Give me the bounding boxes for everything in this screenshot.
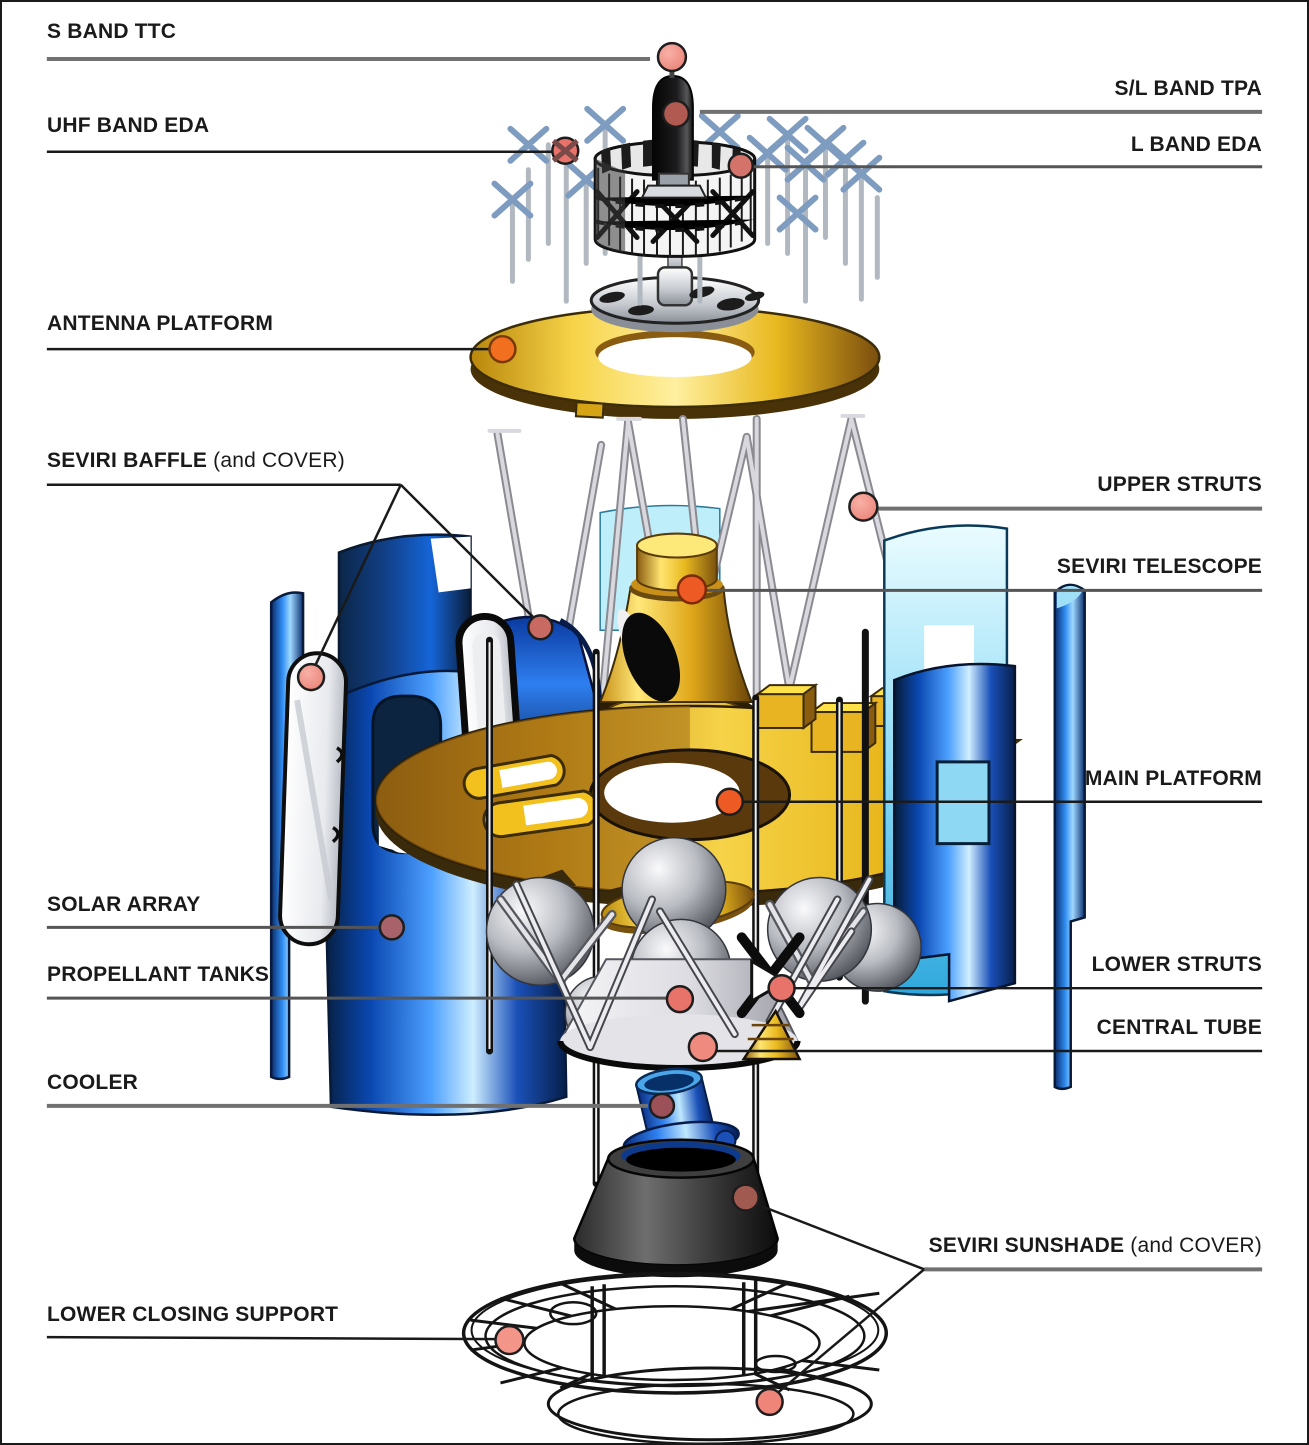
eda-antenna-drum [593, 139, 757, 258]
label-seviri-baffle: SEVIRI BAFFLE (and COVER) [47, 449, 345, 472]
label-seviri-sunshade: SEVIRI SUNSHADE (and COVER) [928, 1234, 1262, 1257]
marker-solar-array [378, 914, 406, 941]
sunshade-cover-ring [546, 1366, 873, 1442]
lower-closing-support [461, 1271, 889, 1443]
marker-baffle-cover [296, 662, 326, 692]
marker-main-platform [715, 787, 744, 816]
label-cooler: COOLER [47, 1071, 139, 1094]
label-lower-struts: LOWER STRUTS [1091, 953, 1262, 976]
label-lower-closing-support: LOWER CLOSING SUPPORT [47, 1303, 339, 1326]
label-s-band-ttc: S BAND TTC [47, 20, 177, 43]
antenna-platform-disc [469, 306, 881, 419]
marker-baffle [527, 614, 554, 641]
label-antenna-platform: ANTENNA PLATFORM [47, 312, 274, 335]
marker-seviri-telescope [676, 574, 708, 605]
antenna-support-plate [589, 240, 765, 333]
marker-lower-closing-support [494, 1324, 525, 1356]
marker-lower-struts [767, 973, 796, 1003]
label-main-platform: MAIN PLATFORM [1084, 767, 1262, 790]
seviri-sunshade [572, 1138, 779, 1278]
label-l-band-eda: L BAND EDA [1130, 133, 1262, 156]
marker-l-band-eda [727, 152, 754, 179]
marker-sunshade-cover [755, 1387, 784, 1417]
solar-array-right [883, 524, 1086, 1091]
marker-sunshade [731, 1183, 760, 1212]
marker-dots [296, 41, 879, 1417]
marker-s-band-ttc [656, 41, 688, 73]
label-uhf-band-eda: UHF BAND EDA [47, 114, 210, 137]
marker-central-tube [687, 1031, 719, 1063]
label-seviri-telescope: SEVIRI TELESCOPE [1056, 555, 1262, 578]
thruster-nozzle [741, 1008, 802, 1061]
label-central-tube: CENTRAL TUBE [1096, 1016, 1262, 1039]
marker-propellant-tanks [665, 984, 695, 1014]
label-upper-struts: UPPER STRUTS [1097, 473, 1262, 496]
callout-lines [46, 57, 1263, 1399]
seviri-baffle-cover [278, 651, 349, 947]
marker-sl-band-tpa [661, 99, 691, 129]
marker-cooler [648, 1092, 676, 1120]
label-solar-array: SOLAR ARRAY [47, 893, 201, 916]
label-sl-band-tpa: S/L BAND TPA [1114, 77, 1262, 100]
label-propellant-tanks: PROPELLANT TANKS [47, 963, 270, 986]
marker-upper-struts [848, 491, 879, 522]
marker-antenna-platform [488, 334, 517, 364]
